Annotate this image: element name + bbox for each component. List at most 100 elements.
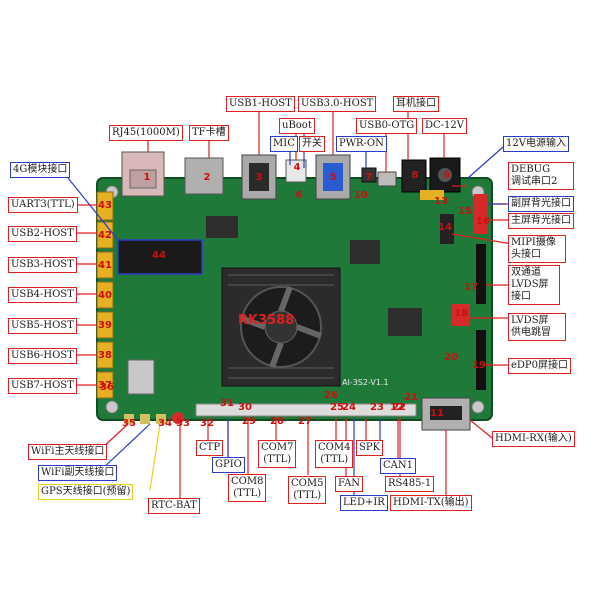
marker-42: 42 [98,230,112,241]
marker-12: 12 [390,402,404,413]
gpio-label: GPIO [212,457,245,473]
usb5-label: USB5-HOST [8,318,77,334]
mipi-label: MIPI摄像 头接口 [508,235,566,263]
antenna-ipex [140,414,150,424]
gps-label: GPS天线接口(预留) [38,484,134,500]
fan-label: FAN [335,476,364,492]
tf-label: TF卡槽 [189,125,229,141]
wifi-main-label: WiFi主天线接口 [28,444,108,460]
debug-header [420,190,444,200]
marker-40: 40 [98,290,112,301]
dc12v-label: DC-12V [422,118,467,134]
board-silkscreen: AI-3S2-V1.1 [342,378,389,387]
marker-29: 29 [242,416,256,427]
marker-38: 38 [98,350,112,361]
uboot-label: uBoot [279,118,315,134]
usb4-label: USB4-HOST [8,287,77,303]
marker-27: 27 [298,416,312,427]
power12v-label: 12V电源输入 [503,136,569,152]
com4-label: COM4 (TTL) [315,440,354,468]
sub-backlight-header [474,194,488,214]
marker-18: 18 [454,308,468,319]
marker-6: 6 [295,190,303,201]
usb3-label: USB3-HOST [8,257,77,273]
marker-26: 26 [324,390,338,401]
hdmi-rx-label: HDMI-RX(输入) [492,431,575,447]
can1-label: CAN1 [380,458,416,474]
wifi-module [127,359,155,395]
marker-3: 3 [255,172,263,183]
mic-label: MIC [270,136,298,152]
marker-33: 33 [176,418,190,429]
4g-label: 4G模块接口 [10,162,71,178]
spk-label: SPK [356,440,384,456]
mipi-connector [440,214,454,244]
debug-label: DEBUG 调试串口2 [508,162,574,190]
main-backlight-header [474,214,488,234]
mount-hole [471,400,485,414]
marker-19: 19 [472,360,486,371]
ctp-label: CTP [196,440,224,456]
marker-24: 24 [342,402,356,413]
sub-backlight-label: 副屏背光接口 [508,196,574,212]
marker-35: 35 [122,418,136,429]
marker-31: 31 [220,398,234,409]
uart3-label: UART3(TTL) [8,197,78,213]
ram-chip [350,240,380,264]
marker-11: 11 [430,408,444,419]
marker-28: 28 [270,416,284,427]
led-ir-label: LED+IR [340,495,388,511]
marker-39: 39 [98,320,112,331]
marker-37: 37 [98,380,112,391]
lvds-header [476,244,486,304]
usb6-label: USB6-HOST [8,348,77,364]
marker-5: 5 [329,172,337,183]
marker-15: 15 [458,206,472,217]
emmc-chip [388,308,422,336]
uart3-header [96,191,114,221]
lvds-pwr-jumper [452,304,470,326]
marker-44: 44 [152,250,166,261]
marker-17: 17 [464,282,478,293]
earphone-label: 耳机接口 [393,96,439,112]
edp-label: eDP0屏接口 [508,358,572,374]
marker-36: 36 [100,382,114,393]
ram-chip [206,216,238,238]
4g-slot [117,239,203,275]
rj45-label: RJ45(1000M) [109,125,183,141]
marker-32: 32 [200,418,214,429]
marker-10: 10 [354,190,368,201]
pwr-button [361,167,377,183]
com8-label: COM8 (TTL) [228,474,267,502]
usb0-otg-label: USB0-OTG [356,118,418,134]
rs485-label: RS485-1 [385,476,435,492]
marker-25: 25 [330,402,344,413]
marker-20: 20 [444,352,458,363]
switch-label: 开关 [299,136,325,152]
main-backlight-label: 主屏背光接口 [508,213,574,229]
marker-4: 4 [293,162,301,173]
antenna-ipex [124,414,134,424]
marker-21: 21 [404,392,418,403]
marker-34: 34 [158,418,172,429]
marker-30: 30 [238,402,252,413]
marker-41: 41 [98,260,112,271]
usb1-host-label: USB1-HOST [226,96,295,112]
wifi-sub-label: WiFi副天线接口 [38,465,118,481]
tf-slot [184,157,224,195]
marker-13: 13 [434,196,448,207]
antenna-ipex [156,414,166,424]
usb0-otg-port [377,171,397,187]
pwr-on-label: PWR-ON [336,136,387,152]
rtc-battery-connector [172,412,184,424]
lvds-pwr-label: LVDS屏 供电跳冒 [508,313,566,341]
lvds-dual-label: 双通道 LVDS屏 接口 [508,265,560,305]
usb7-label: USB7-HOST [8,378,77,394]
mount-hole [105,400,119,414]
usb3-header [96,251,114,279]
usb30-host-label: USB3.0-HOST [298,96,377,112]
bottom-header-row [195,403,417,417]
earphone-jack [401,159,427,193]
